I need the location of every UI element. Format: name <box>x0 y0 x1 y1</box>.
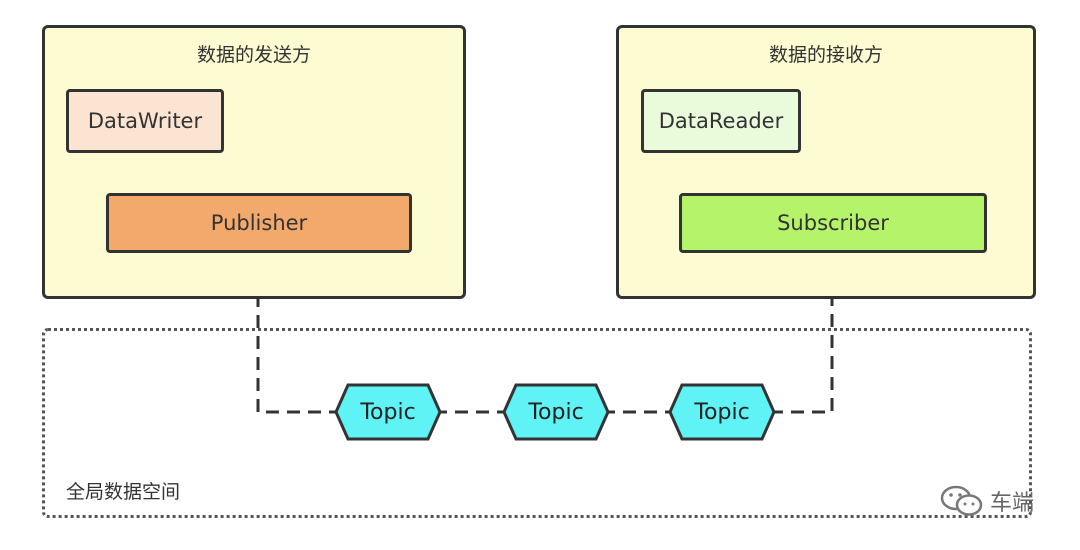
hexagon-shape <box>334 383 442 441</box>
topic-label: Topic <box>528 399 584 425</box>
global-data-space <box>42 328 1032 518</box>
wechat-icon <box>940 485 983 516</box>
publisher-box: Publisher <box>106 193 412 253</box>
subscriber-box: Subscriber <box>679 193 987 253</box>
hexagon-shape <box>502 383 610 441</box>
datawriter-box: DataWriter <box>66 89 224 153</box>
watermark: 车端 <box>940 484 1034 518</box>
topic-label: Topic <box>360 399 416 425</box>
hexagon-shape <box>668 383 776 441</box>
sender-title: 数据的发送方 <box>196 44 311 66</box>
topic-node: Topic <box>502 383 610 441</box>
watermark-text: 车端 <box>990 491 1035 516</box>
topic-label: Topic <box>694 399 750 425</box>
global-space-label: 全局数据空间 <box>66 481 181 503</box>
receiver-group: 数据的接收方 <box>616 25 1036 299</box>
sender-group: 数据的发送方 <box>42 25 466 299</box>
topic-node: Topic <box>668 383 776 441</box>
datareader-box: DataReader <box>641 89 801 153</box>
receiver-title: 数据的接收方 <box>768 44 883 66</box>
topic-node: Topic <box>334 383 442 441</box>
